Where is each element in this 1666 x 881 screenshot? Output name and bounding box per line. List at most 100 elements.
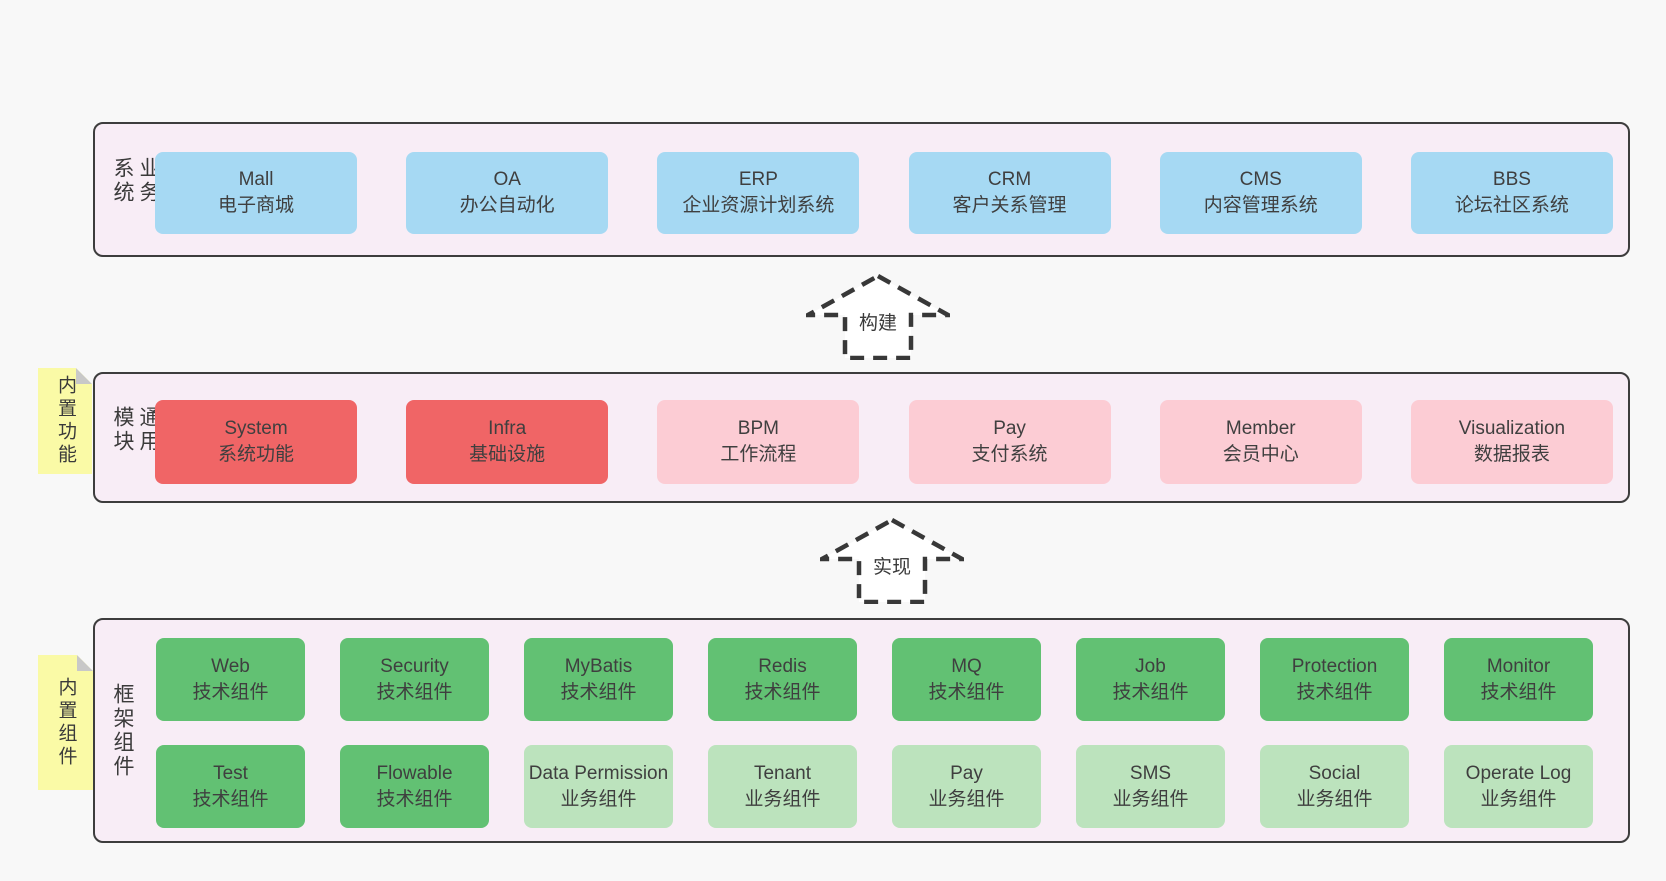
modules-layer-label: 通用模块 (111, 405, 160, 454)
box-subtitle: 内容管理系统 (1203, 195, 1318, 216)
components-row-1: Web 技术组件 Security 技术组件 MyBatis 技术组件 Redi… (156, 638, 1593, 721)
box-title: Pay (993, 418, 1026, 439)
sticky-note-built-in-components: 内置组件 (38, 655, 93, 790)
business-layer-label: 业务系统 (111, 156, 160, 205)
box-redis: Redis 技术组件 (708, 638, 857, 721)
box-monitor: Monitor 技术组件 (1444, 638, 1593, 721)
box-title: SMS (1129, 762, 1172, 784)
box-protection: Protection 技术组件 (1260, 638, 1409, 721)
box-subtitle: 企业资源计划系统 (682, 195, 835, 216)
box-title: Monitor (1486, 655, 1551, 677)
box-title: Redis (758, 655, 807, 677)
box-subtitle: 论坛社区系统 (1454, 195, 1569, 216)
box-title: MyBatis (564, 655, 633, 677)
box-data-permission: Data Permission 业务组件 (524, 745, 673, 828)
box-crm: CRM 客户关系管理 (908, 152, 1111, 234)
box-operate-log: Operate Log 业务组件 (1444, 745, 1593, 828)
box-member: Member 会员中心 (1159, 400, 1362, 484)
common-modules-layer: 通用模块 System 系统功能 Infra 基础设施 BPM 工作流程 Pay… (93, 372, 1630, 503)
box-subtitle: 技术组件 (376, 788, 453, 810)
box-subtitle: 办公自动化 (459, 195, 555, 216)
box-erp: ERP 企业资源计划系统 (657, 152, 860, 234)
components-layer-label: 框架组件 (111, 682, 134, 779)
box-subtitle: 技术组件 (560, 681, 637, 703)
box-oa: OA 办公自动化 (406, 152, 609, 234)
box-title: OA (493, 169, 521, 190)
box-subtitle: 技术组件 (1480, 681, 1557, 703)
box-mybatis: MyBatis 技术组件 (524, 638, 673, 721)
box-web: Web 技术组件 (156, 638, 305, 721)
box-subtitle: 基础设施 (469, 444, 546, 465)
business-boxes-row: Mall 电子商城 OA 办公自动化 ERP 企业资源计划系统 CRM 客户关系… (155, 152, 1613, 234)
box-title: Mall (238, 169, 274, 190)
implement-arrow-label: 实现 (869, 556, 915, 580)
box-title: Job (1135, 655, 1166, 677)
box-title: ERP (738, 169, 778, 190)
box-title: Operate Log (1465, 762, 1572, 784)
box-subtitle: 支付系统 (971, 444, 1048, 465)
box-mall: Mall 电子商城 (155, 152, 357, 234)
box-title: Security (380, 655, 449, 677)
box-title: System (224, 418, 288, 439)
box-subtitle: 电子商城 (217, 195, 294, 216)
box-subtitle: 会员中心 (1222, 444, 1299, 465)
box-tenant: Tenant 业务组件 (708, 745, 857, 828)
box-title: Infra (488, 418, 527, 439)
box-mq: MQ 技术组件 (892, 638, 1041, 721)
build-arrow-label: 构建 (855, 312, 901, 336)
note-text: 内置组件 (55, 676, 77, 769)
modules-boxes-row: System 系统功能 Infra 基础设施 BPM 工作流程 Pay 支付系统… (155, 400, 1613, 484)
box-system: System 系统功能 (155, 400, 357, 484)
box-subtitle: 业务组件 (1296, 788, 1373, 810)
box-subtitle: 业务组件 (560, 788, 637, 810)
box-title: MQ (951, 655, 982, 677)
box-subtitle: 业务组件 (744, 788, 821, 810)
box-subtitle: 工作流程 (720, 444, 797, 465)
business-systems-layer: 业务系统 Mall 电子商城 OA 办公自动化 ERP 企业资源计划系统 CRM… (93, 122, 1630, 257)
box-title: Social (1308, 762, 1361, 784)
box-subtitle: 技术组件 (192, 681, 269, 703)
box-sms: SMS 业务组件 (1076, 745, 1225, 828)
box-title: Protection (1291, 655, 1378, 677)
box-subtitle: 业务组件 (928, 788, 1005, 810)
box-bpm: BPM 工作流程 (657, 400, 860, 484)
box-title: CMS (1239, 169, 1282, 190)
box-title: Tenant (753, 762, 812, 784)
box-social: Social 业务组件 (1260, 745, 1409, 828)
box-subtitle: 技术组件 (1296, 681, 1373, 703)
box-subtitle: 技术组件 (376, 681, 453, 703)
box-visualization: Visualization 数据报表 (1410, 400, 1613, 484)
box-subtitle: 技术组件 (1112, 681, 1189, 703)
implement-arrow: 实现 (820, 518, 964, 604)
box-security: Security 技术组件 (340, 638, 489, 721)
box-title: Pay (950, 762, 983, 784)
folded-corner-icon (76, 368, 92, 384)
components-row-2: Test 技术组件 Flowable 技术组件 Data Permission … (156, 745, 1593, 828)
folded-corner-icon (77, 655, 93, 671)
box-title: Web (211, 655, 250, 677)
box-title: Member (1225, 418, 1296, 439)
box-title: Test (213, 762, 248, 784)
box-subtitle: 业务组件 (1112, 788, 1189, 810)
box-title: BPM (737, 418, 779, 439)
note-text: 内置功能 (55, 375, 76, 467)
box-subtitle: 系统功能 (217, 444, 294, 465)
box-subtitle: 客户关系管理 (952, 195, 1067, 216)
box-subtitle: 技术组件 (192, 788, 269, 810)
box-subtitle: 技术组件 (928, 681, 1005, 703)
box-flowable: Flowable 技术组件 (340, 745, 489, 828)
box-title: Visualization (1458, 418, 1566, 439)
box-title: CRM (987, 169, 1032, 190)
box-title: Flowable (376, 762, 453, 784)
box-subtitle: 技术组件 (744, 681, 821, 703)
box-cms: CMS 内容管理系统 (1159, 152, 1362, 234)
box-pay-system: Pay 支付系统 (908, 400, 1111, 484)
box-title: Data Permission (528, 762, 669, 784)
framework-components-layer: 框架组件 Web 技术组件 Security 技术组件 MyBatis 技术组件… (93, 618, 1630, 843)
box-pay-component: Pay 业务组件 (892, 745, 1041, 828)
build-arrow: 构建 (806, 274, 950, 360)
box-bbs: BBS 论坛社区系统 (1410, 152, 1613, 234)
box-title: BBS (1492, 169, 1531, 190)
box-subtitle: 数据报表 (1473, 444, 1550, 465)
